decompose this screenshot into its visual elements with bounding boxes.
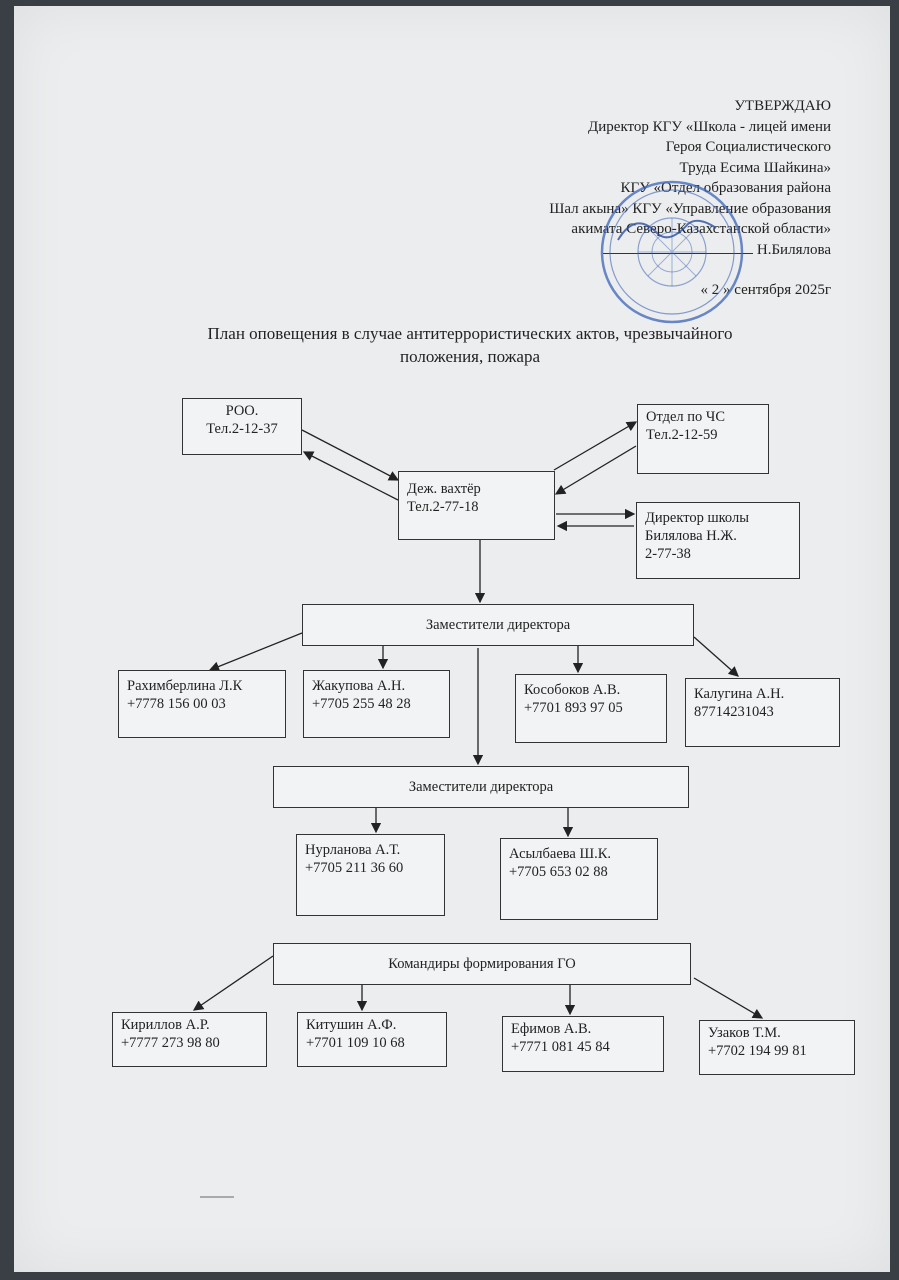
duty-name: Деж. вахтёр	[407, 481, 481, 497]
person-name: Нурланова А.Т.	[305, 842, 401, 858]
person-box: Асылбаева Ш.К. +7705 653 02 88	[500, 838, 658, 920]
chs-box: Отдел по ЧС Тел.2-12-59	[637, 404, 769, 474]
person-name: Китушин А.Ф.	[306, 1017, 397, 1033]
roo-phone: Тел.2-12-37	[206, 421, 278, 437]
roo-box: РОО. Тел.2-12-37	[182, 398, 302, 455]
director-phone: 2-77-38	[645, 546, 691, 562]
signature-line: Н.Билялова	[411, 240, 831, 261]
person-phone: +7705 255 48 28	[312, 696, 411, 712]
person-name: Кособоков А.В.	[524, 682, 621, 698]
arrow-duty-to-chs	[553, 421, 638, 471]
person-name: Кириллов А.Р.	[121, 1017, 210, 1033]
approval-line: Директор КГУ «Школа - лицей имени	[588, 118, 831, 135]
person-phone: +7705 653 02 88	[509, 864, 608, 880]
director-box: Директор школы Билялова Н.Ж. 2-77-38	[636, 502, 800, 579]
arrow-dep1-to-p4	[693, 636, 739, 677]
person-box: Ефимов А.В. +7771 081 45 84	[502, 1016, 664, 1072]
person-phone: +7701 109 10 68	[306, 1035, 405, 1051]
person-phone: +7777 273 98 80	[121, 1035, 220, 1051]
arrow-cmd-to-p1	[192, 955, 274, 1011]
person-name: Жакупова А.Н.	[312, 678, 406, 694]
person-name: Узаков Т.М.	[708, 1025, 781, 1041]
commanders-bar: Командиры формирования ГО	[273, 943, 691, 985]
approval-line: Героя Социалистического	[665, 139, 831, 155]
arrow-roo-to-duty	[301, 429, 400, 481]
person-box: Узаков Т.М. +7702 194 99 81	[699, 1020, 855, 1075]
approval-block: УТВЕРЖДАЮ Директор КГУ «Школа - лицей им…	[411, 96, 831, 301]
title-line-2: положения, пожара	[399, 347, 541, 366]
approval-line: акимата Северо-Казахстанской области»	[571, 221, 831, 237]
chs-name: Отдел по ЧС	[646, 409, 726, 425]
arrow-cmd-to-p4	[693, 977, 764, 1019]
roo-name: РОО.	[225, 403, 259, 419]
commanders-label: Командиры формирования ГО	[388, 955, 576, 972]
title-line-1: План оповещения в случае антитеррористич…	[207, 324, 733, 343]
official-seal-stamp	[600, 180, 744, 324]
director-name: Билялова Н.Ж.	[645, 528, 737, 544]
person-box: Нурланова А.Т. +7705 211 36 60	[296, 834, 445, 916]
person-name: Ефимов А.В.	[511, 1021, 592, 1037]
document-title: План оповещения в случае антитеррористич…	[130, 322, 810, 368]
director-title: Директор школы	[645, 510, 749, 526]
person-box: Рахимберлина Л.К +7778 156 00 03	[118, 670, 286, 738]
signatory-name: Н.Билялова	[756, 241, 831, 258]
person-phone: +7771 081 45 84	[511, 1039, 610, 1055]
approval-line: Труда Есима Шайкина»	[679, 159, 831, 176]
person-box: Кириллов А.Р. +7777 273 98 80	[112, 1012, 267, 1067]
person-name: Асылбаева Ш.К.	[509, 846, 612, 862]
approval-line: КГУ «Отдел образования района	[620, 180, 831, 196]
signature-underline	[602, 252, 753, 254]
deputies-2-bar: Заместители директора	[273, 766, 689, 808]
person-box: Китушин А.Ф. +7701 109 10 68	[297, 1012, 447, 1067]
arrow-dep1-to-p1	[208, 632, 303, 672]
person-name: Калугина А.Н.	[694, 686, 785, 702]
deputies-1-label: Заместители директора	[425, 616, 571, 633]
deputies-2-label: Заместители директора	[408, 778, 554, 795]
duty-phone: Тел.2-77-18	[407, 499, 479, 515]
arrow-chs-to-duty	[554, 445, 637, 495]
approval-heading: УТВЕРЖДАЮ	[734, 98, 831, 114]
chs-phone: Тел.2-12-59	[646, 427, 718, 443]
person-box: Жакупова А.Н. +7705 255 48 28	[303, 670, 450, 738]
person-phone: 87714231043	[694, 704, 774, 720]
page-smudge	[200, 1196, 234, 1198]
arrow-duty-to-roo	[302, 451, 399, 501]
person-box: Кособоков А.В. +7701 893 97 05	[515, 674, 667, 743]
person-box: Калугина А.Н. 87714231043	[685, 678, 840, 747]
person-phone: +7778 156 00 03	[127, 696, 226, 712]
person-phone: +7701 893 97 05	[524, 700, 623, 716]
deputies-1-bar: Заместители директора	[302, 604, 694, 646]
person-name: Рахимберлина Л.К	[127, 678, 243, 694]
duty-box: Деж. вахтёр Тел.2-77-18	[398, 471, 555, 540]
person-phone: +7705 211 36 60	[305, 860, 404, 876]
person-phone: +7702 194 99 81	[708, 1043, 807, 1059]
